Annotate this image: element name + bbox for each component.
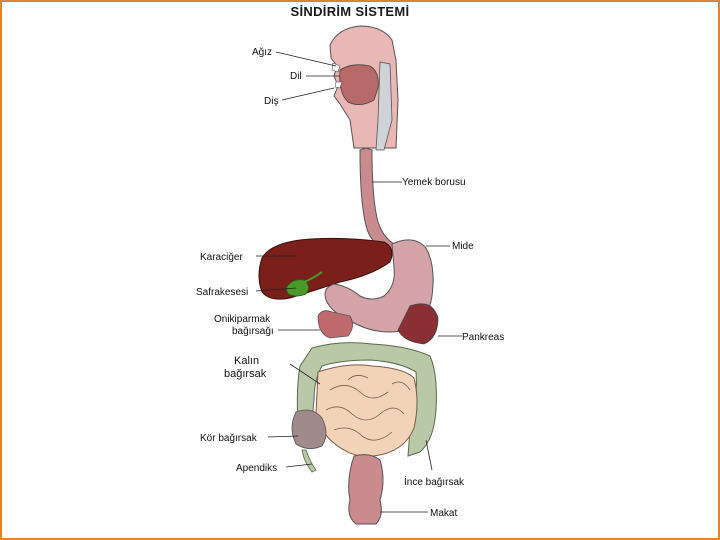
- label-safrakesesi: Safrakesesi: [196, 287, 248, 298]
- appendix: [301, 449, 317, 473]
- label-yemek-borusu: Yemek borusu: [402, 177, 466, 188]
- label-karaciger: Karaciğer: [200, 252, 243, 263]
- diagram-title: SİNDİRİM SİSTEMİ: [290, 4, 410, 19]
- label-pankreas: Pankreas: [462, 332, 504, 343]
- gallbladder: [285, 279, 309, 297]
- head-section: [329, 25, 399, 151]
- label-onikiparmak-1: Onikiparmak: [214, 314, 271, 325]
- esophagus: [359, 147, 399, 255]
- label-dil: Dil: [290, 71, 302, 82]
- small-intestine: [315, 364, 418, 457]
- rectum: [348, 454, 384, 525]
- label-onikiparmak-2: bağırsağı: [232, 326, 274, 337]
- intestine-coils: [325, 375, 411, 441]
- stomach: [324, 239, 434, 333]
- duodenum: [317, 310, 353, 339]
- cecum: [291, 409, 327, 449]
- label-kor-bagirsak: Kör bağırsak: [200, 433, 258, 444]
- label-kalin-2: bağırsak: [224, 368, 267, 380]
- label-dis: Diş: [264, 96, 278, 107]
- label-mide: Mide: [452, 241, 474, 252]
- leader-lines: [255, 51, 462, 513]
- label-kalin-1: Kalın: [234, 355, 259, 367]
- label-agiz: Ağız: [252, 47, 272, 58]
- label-apendiks: Apendiks: [236, 463, 277, 474]
- label-ince-bagirsak: İnce bağırsak: [404, 475, 465, 488]
- label-makat: Makat: [430, 508, 457, 519]
- pancreas: [397, 303, 439, 345]
